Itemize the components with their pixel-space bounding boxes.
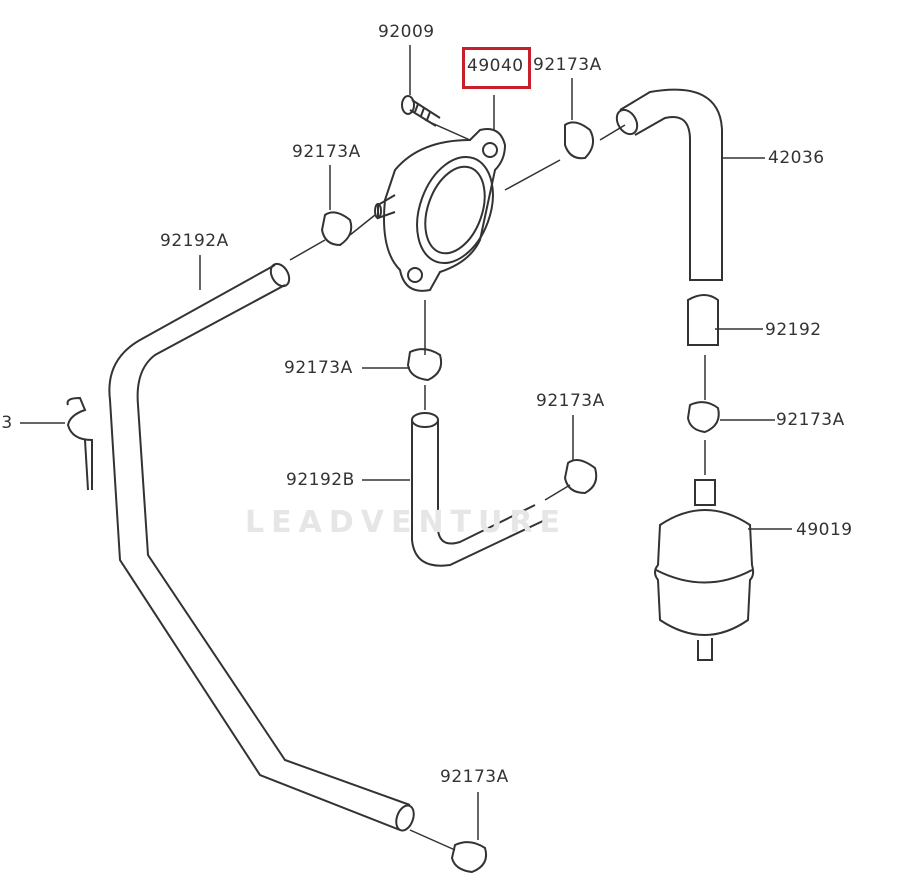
hose-42036-icon	[615, 88, 723, 281]
hose-92192a-icon	[108, 262, 415, 832]
hose-92192b-icon	[411, 412, 546, 567]
label-92192a[interactable]: 92192A	[160, 231, 229, 251]
label-clip-partial[interactable]: 73	[0, 413, 13, 433]
label-49040-highlighted[interactable]: 49040	[462, 47, 531, 89]
label-92173a-bottom[interactable]: 92173A	[440, 767, 509, 787]
fuel-filter-icon	[654, 479, 755, 661]
label-92173a-left[interactable]: 92173A	[292, 142, 361, 162]
label-92173a-right[interactable]: 92173A	[776, 410, 845, 430]
label-92173a-top[interactable]: 92173A	[533, 55, 602, 75]
label-49019[interactable]: 49019	[796, 520, 853, 540]
label-92192[interactable]: 92192	[765, 320, 822, 340]
label-92173a-mid[interactable]: 92173A	[536, 391, 605, 411]
label-92173a-mid-left[interactable]: 92173A	[284, 358, 353, 378]
label-92009[interactable]: 92009	[378, 22, 435, 42]
label-42036[interactable]: 42036	[768, 148, 825, 168]
leader-lines	[20, 45, 792, 851]
screw-icon	[401, 95, 441, 127]
clip-icon	[66, 396, 93, 491]
watermark: LEADVENTURE	[245, 505, 567, 540]
fuel-pump-icon	[374, 128, 507, 292]
hose-92192-icon	[687, 294, 719, 346]
label-92192b[interactable]: 92192B	[286, 470, 355, 490]
clamp-icons	[320, 121, 720, 874]
